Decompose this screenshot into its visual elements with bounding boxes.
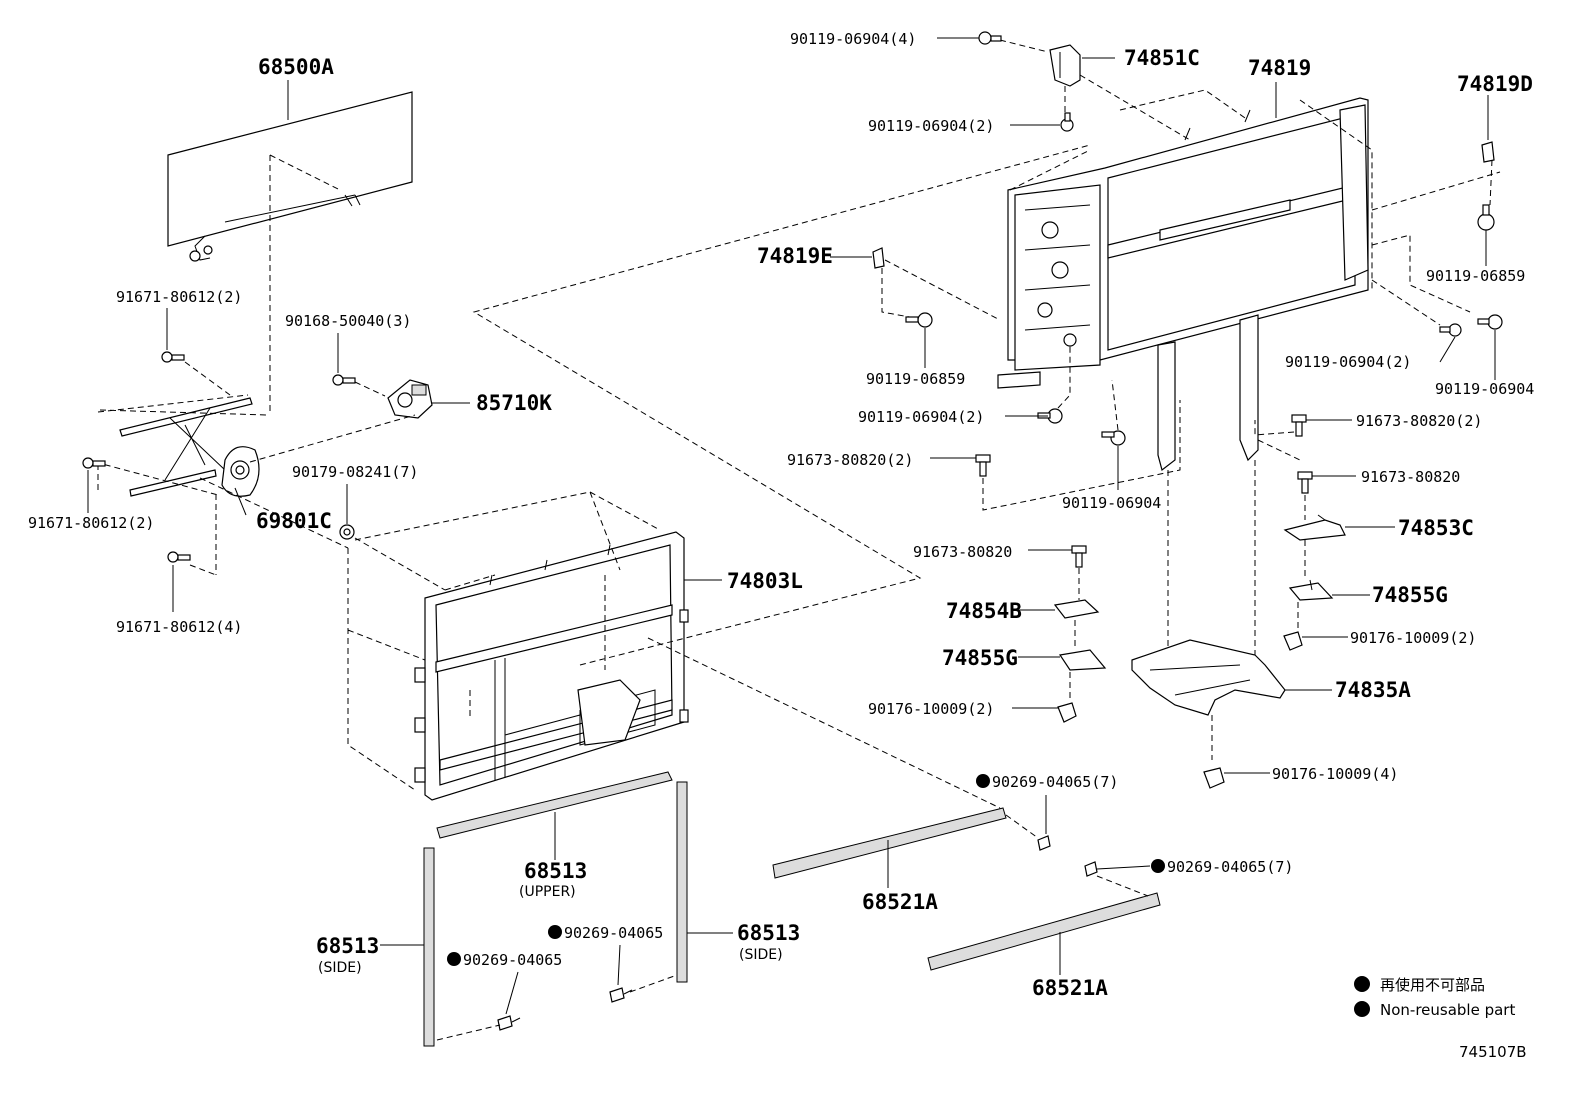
label-90176-4: 90176-10009(4) [1272, 765, 1398, 783]
label-69801C: 69801C [256, 509, 332, 533]
bolt-icon [161, 351, 185, 363]
legend-japanese: 再使用不可部品 [1380, 976, 1485, 994]
bolt-icon [905, 312, 933, 328]
label-90119-06859-a: 90119-06859 [866, 370, 965, 388]
label-91673-2a: 91673-80820(2) [787, 451, 913, 469]
weatherstrip-68513-side-right [676, 781, 688, 983]
bolt-icon [1439, 323, 1462, 337]
label-90269-a: 90269-04065 [564, 924, 663, 942]
legend-english: Non-reusable part [1380, 1001, 1515, 1019]
bolt-icon [1060, 112, 1074, 132]
non-reusable-bullet-icon [548, 925, 562, 939]
label-68513-side-left-sub: (SIDE) [318, 960, 362, 976]
label-91671-b: 91671-80612(2) [28, 514, 154, 532]
diagram-code: 745107B [1459, 1043, 1527, 1061]
clip-icon [609, 987, 633, 1003]
weatherstrip-68513-upper [436, 771, 673, 839]
label-90119-single-a: 90119-06904 [1062, 494, 1161, 512]
bolt-icon [978, 31, 1002, 45]
clip-icon [1203, 767, 1225, 789]
label-68513-side-right-sub: (SIDE) [739, 947, 783, 963]
clip-icon [1057, 702, 1077, 723]
clip-icon [1283, 631, 1303, 651]
bolt-icon [167, 551, 191, 563]
non-reusable-bullet-icon [1354, 976, 1370, 992]
label-68500A: 68500A [258, 55, 334, 79]
bolt-icon [332, 374, 356, 386]
door-frame-74803L [414, 531, 689, 801]
bolt-icon [1291, 414, 1307, 437]
non-reusable-bullet-icon [976, 774, 990, 788]
washer-icon [339, 524, 355, 540]
bracket-74855G-right [1288, 579, 1334, 601]
label-74851C: 74851C [1124, 46, 1200, 70]
bracket-74853C [1283, 514, 1346, 541]
label-74819: 74819 [1248, 56, 1311, 80]
label-91671-c: 91671-80612(4) [116, 618, 242, 636]
clip-74819D [1481, 141, 1495, 163]
label-68513-upper: 68513 [524, 859, 587, 883]
non-reusable-bullet-icon [1354, 1001, 1370, 1017]
label-90119-06859-b: 90119-06859 [1426, 267, 1525, 285]
bracket-74855G-left [1058, 649, 1107, 671]
bolt-icon [975, 454, 991, 477]
bolt-icon [1101, 430, 1126, 446]
label-90176-2b: 90176-10009(2) [1350, 629, 1476, 647]
frame-74819 [997, 97, 1369, 472]
clip-icon [1084, 861, 1098, 877]
label-74853C: 74853C [1398, 516, 1474, 540]
bolt-icon [82, 457, 106, 469]
clip-74819E [872, 247, 885, 269]
label-90269-c: 90269-04065(7) [992, 773, 1118, 791]
label-68513-upper-sub: (UPPER) [519, 884, 576, 900]
label-68513-side-right: 68513 [737, 921, 800, 945]
label-91673-single-b: 91673-80820 [1361, 468, 1460, 486]
window-motor-85710K [387, 379, 433, 419]
label-91671-a: 91671-80612(2) [116, 288, 242, 306]
clip-icon [1037, 835, 1051, 851]
label-90269-b: 90269-04065 [463, 951, 562, 969]
label-68513-side-left: 68513 [316, 934, 379, 958]
label-68521A-a: 68521A [862, 890, 938, 914]
bolt-icon [1477, 204, 1495, 231]
label-91673-single-a: 91673-80820 [913, 543, 1012, 561]
label-90176-2a: 90176-10009(2) [868, 700, 994, 718]
label-74803L: 74803L [727, 569, 803, 593]
non-reusable-bullet-icon [447, 952, 461, 966]
bracket-74854B [1053, 599, 1100, 619]
label-91673-2b: 91673-80820(2) [1356, 412, 1482, 430]
clip-icon [497, 1015, 521, 1031]
panel-74835A [1131, 639, 1286, 716]
label-74835A: 74835A [1335, 678, 1411, 702]
bolt-icon [1297, 471, 1313, 494]
label-74819D: 74819D [1457, 72, 1533, 96]
label-74854B: 74854B [946, 599, 1022, 623]
non-reusable-bullet-icon [1151, 859, 1165, 873]
label-90119-2c: 90119-06904(2) [1285, 353, 1411, 371]
label-90168: 90168-50040(3) [285, 312, 411, 330]
label-90119-top: 90119-06904(4) [790, 30, 916, 48]
window-regulator-69801C [119, 397, 260, 497]
glass-panel-68500A [167, 91, 413, 262]
label-74855G-right: 74855G [1372, 583, 1448, 607]
bolt-icon [1071, 545, 1087, 568]
label-85710K: 85710K [476, 391, 552, 415]
label-90179: 90179-08241(7) [292, 463, 418, 481]
label-90119-single-b: 90119-06904 [1435, 380, 1534, 398]
label-68521A-b: 68521A [1032, 976, 1108, 1000]
weatherstrip-68513-side-left [423, 847, 435, 1047]
label-90119-2a: 90119-06904(2) [868, 117, 994, 135]
molding-68521A-upper [772, 807, 1007, 879]
bolt-icon [1477, 314, 1503, 330]
label-74819E: 74819E [757, 244, 833, 268]
molding-68521A-lower [927, 892, 1161, 971]
label-90119-2b: 90119-06904(2) [858, 408, 984, 426]
bracket-74851C [1049, 44, 1081, 87]
label-90269-d: 90269-04065(7) [1167, 858, 1293, 876]
label-74855G-left: 74855G [942, 646, 1018, 670]
